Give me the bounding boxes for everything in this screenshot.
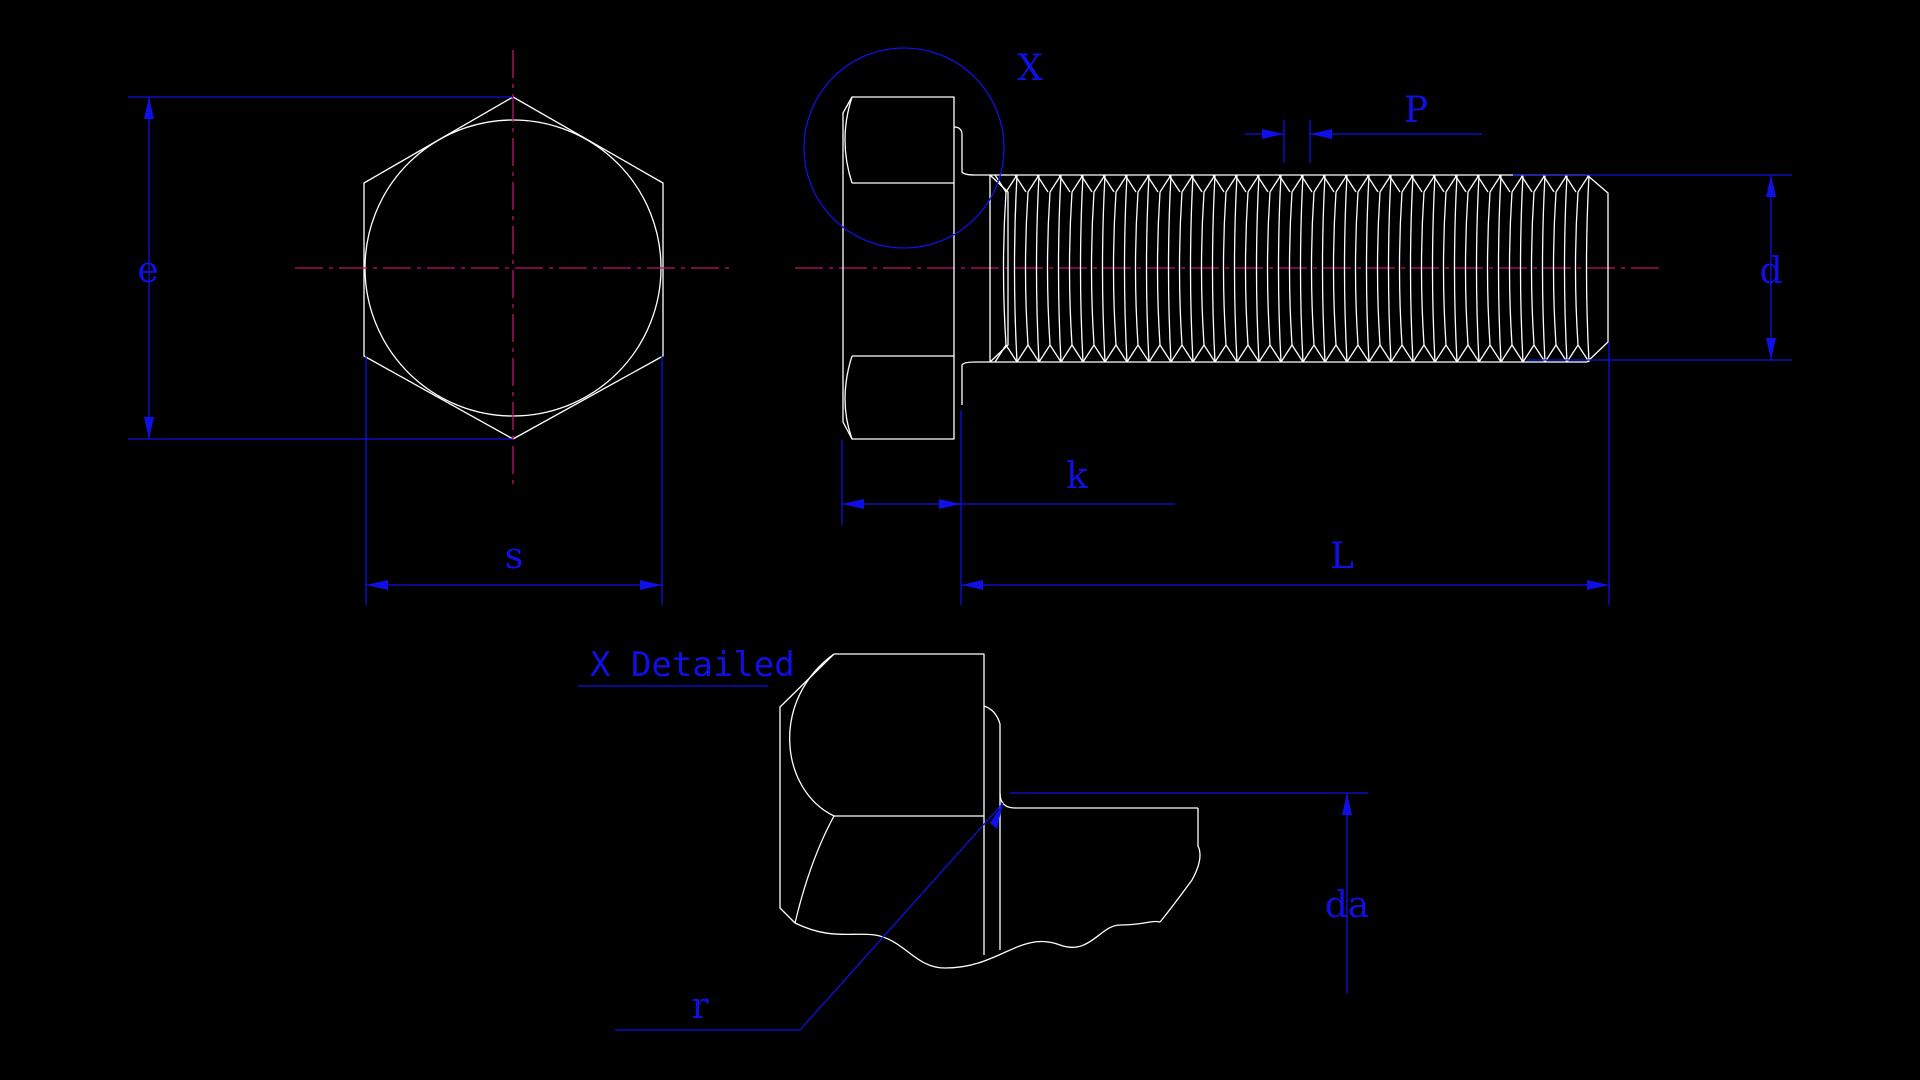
- label-da: da: [1325, 885, 1370, 926]
- bolt-side-view: X: [795, 47, 1660, 440]
- label-d: d: [1759, 251, 1782, 292]
- label-r: r: [691, 986, 709, 1027]
- hex-end-view: [295, 50, 735, 485]
- detail-head: [779, 653, 985, 955]
- label-k: k: [1066, 456, 1089, 497]
- label-s: s: [505, 536, 523, 577]
- detail-break-line: [794, 920, 1161, 969]
- detail-x-circle: [803, 47, 1005, 249]
- detail-underhead: [983, 705, 1001, 950]
- label-x: X: [1017, 48, 1043, 89]
- dimension-d: d: [1513, 174, 1792, 361]
- dimension-l: L: [960, 342, 1610, 605]
- bolt-underhead: [953, 126, 991, 405]
- detail-r-leader: [799, 802, 1004, 1031]
- detail-x-view: X Detailed da r: [578, 645, 1370, 1031]
- detail-title: X Detailed: [590, 645, 795, 685]
- label-l: L: [1330, 536, 1354, 577]
- dimension-k: k: [841, 410, 1175, 525]
- label-e: e: [137, 250, 158, 291]
- thread-body: [989, 174, 1609, 363]
- label-p: P: [1404, 90, 1428, 131]
- dimension-p: P: [1245, 90, 1482, 163]
- dimension-e: e: [128, 96, 513, 440]
- dimension-s: s: [365, 356, 663, 605]
